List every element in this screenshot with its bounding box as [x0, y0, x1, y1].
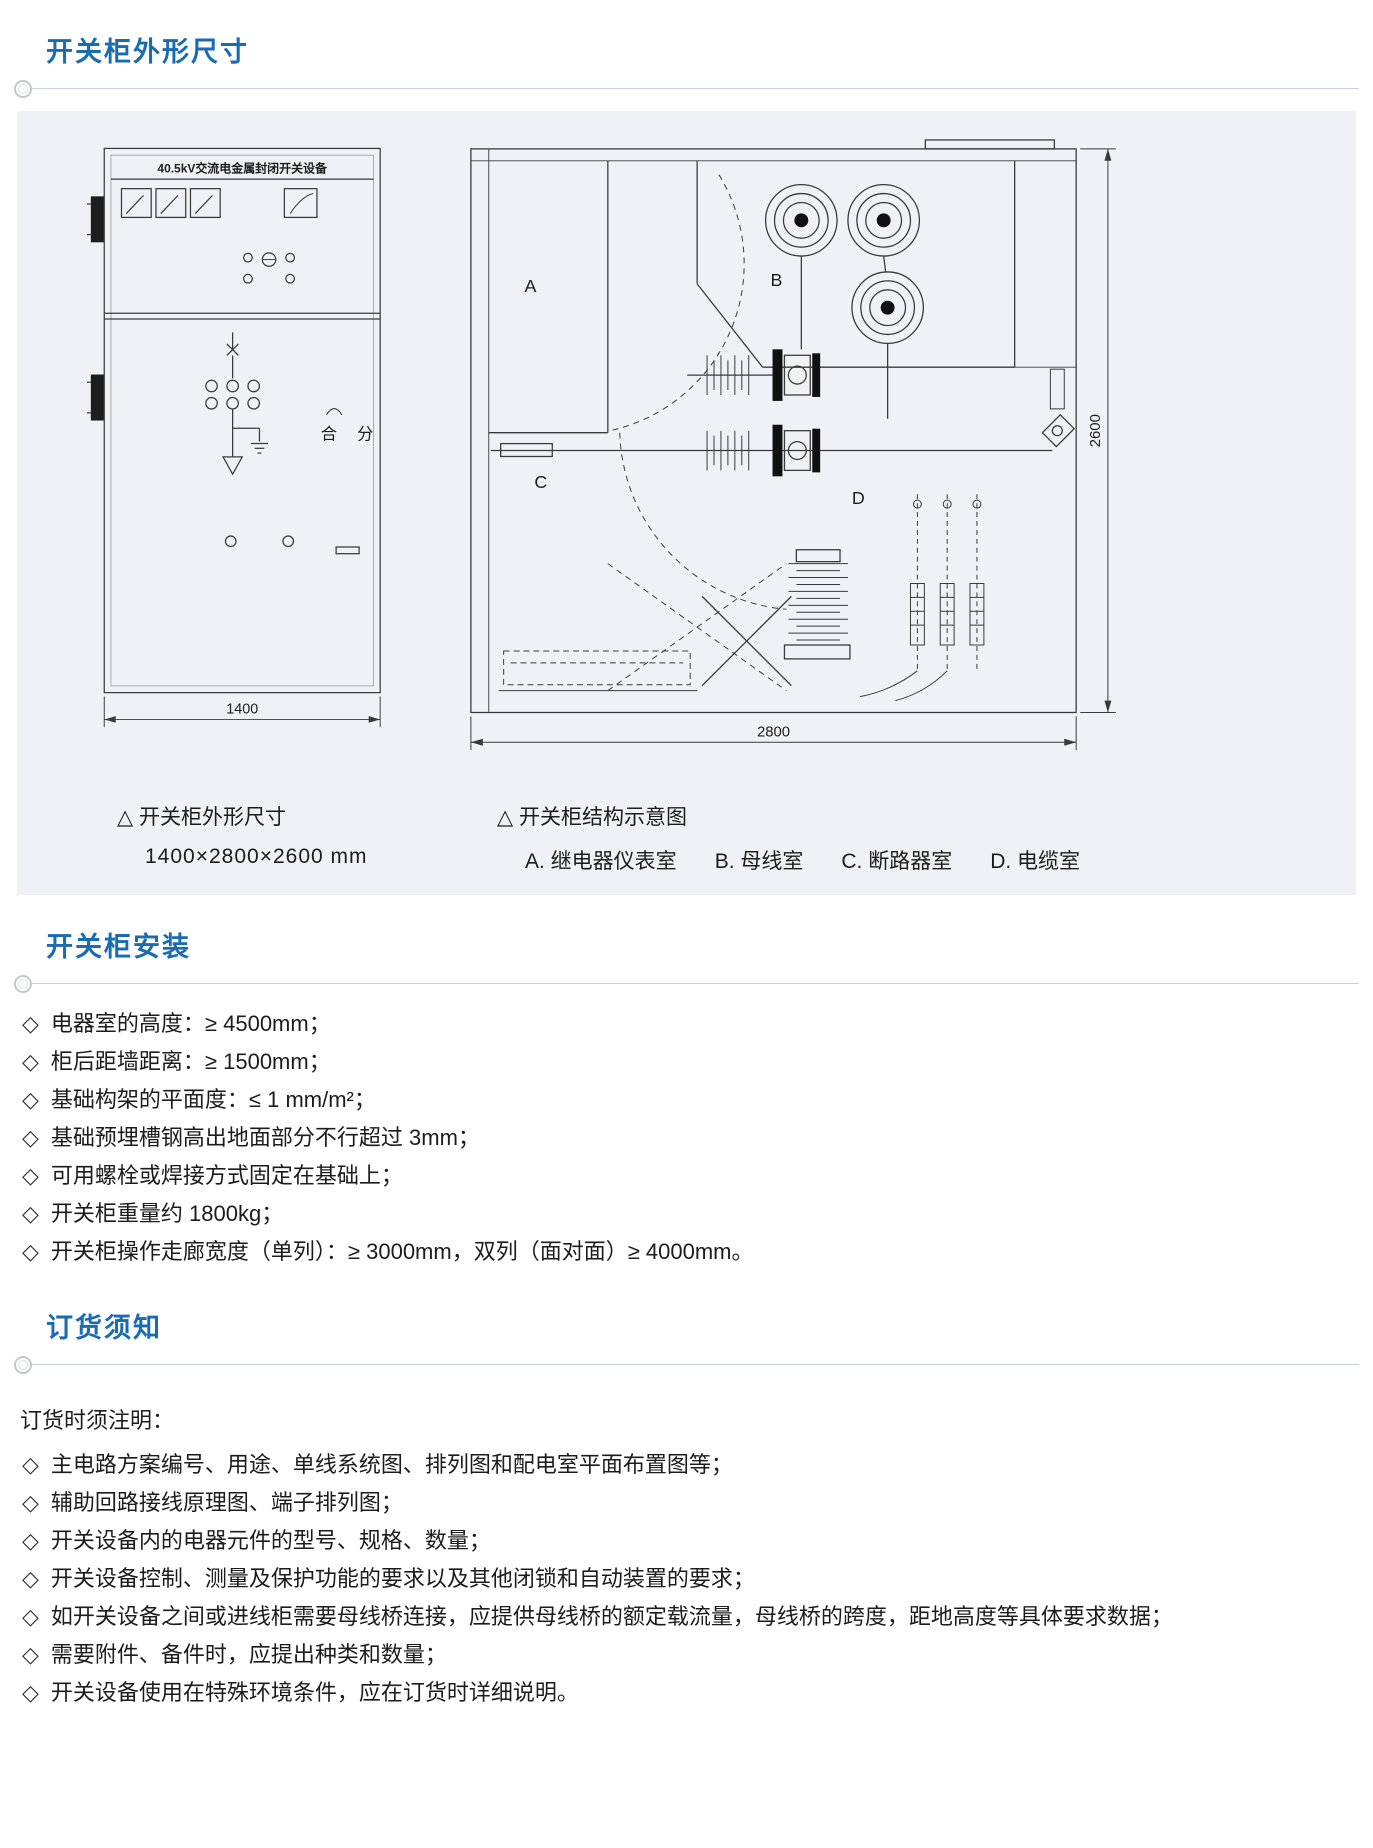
section-ordering-head: 订货须知	[0, 1276, 1373, 1375]
caption-outline: △ 开关柜外形尺寸 1400×2800×2600 mm	[117, 801, 457, 875]
installation-list: ◇ 电器室的高度：≥ 4500mm； ◇ 柜后距墙距离：≥ 1500mm； ◇ …	[0, 1010, 1373, 1265]
list-item-text: 如开关设备之间或进线柜需要母线桥连接，应提供母线桥的额定载流量，母线桥的跨度，距…	[50, 1604, 1173, 1629]
label-relay-room: A. 继电器仪表室	[525, 850, 677, 873]
list-item-text: 开关柜重量约 1800kg；	[50, 1201, 284, 1226]
list-item-text: 开关设备内的电器元件的型号、规格、数量；	[50, 1528, 491, 1553]
list-item-text: 基础预埋槽钢高出地面部分不行超过 3mm；	[50, 1125, 480, 1150]
compartment-b-label: B	[771, 270, 783, 290]
label-breaker-room: C. 断路器室	[841, 850, 953, 873]
section-installation-head: 开关柜安装	[0, 895, 1373, 994]
list-item: ◇ 基础预埋槽钢高出地面部分不行超过 3mm；	[22, 1124, 1351, 1151]
list-item-text: 开关柜操作走廊宽度（单列）：≥ 3000mm，双列（面对面）≥ 4000mm。	[50, 1239, 754, 1264]
caption-structure: △ 开关柜结构示意图 A. 继电器仪表室 B. 母线室 C. 断路器室 D. 电…	[497, 801, 1080, 875]
diamond-bullet-icon: ◇	[22, 1566, 39, 1591]
list-item-text: 柜后距墙距离：≥ 1500mm；	[50, 1049, 331, 1074]
section-divider	[14, 79, 1359, 99]
list-item-text: 电器室的高度：≥ 4500mm；	[50, 1011, 331, 1036]
divider-line	[32, 983, 1359, 984]
diamond-bullet-icon: ◇	[22, 1087, 39, 1112]
label-busbar-room: B. 母线室	[714, 850, 804, 873]
dim-height-2600: 2600	[1088, 414, 1104, 447]
list-item: ◇ 开关设备控制、测量及保护功能的要求以及其他闭锁和自动装置的要求；	[22, 1565, 1351, 1592]
list-item-text: 辅助回路接线原理图、端子排列图；	[50, 1490, 403, 1515]
caption-outline-title: △ 开关柜外形尺寸	[117, 806, 286, 829]
section-ordering-title: 订货须知	[46, 1313, 162, 1343]
caption-structure-title: △ 开关柜结构示意图	[497, 806, 687, 829]
list-item-text: 需要附件、备件时，应提出种类和数量；	[50, 1642, 447, 1667]
label-cable-room: D. 电缆室	[990, 850, 1081, 873]
drawing-captions: △ 开关柜外形尺寸 1400×2800×2600 mm △ 开关柜结构示意图 A…	[37, 801, 1336, 875]
list-item: ◇ 如开关设备之间或进线柜需要母线桥连接，应提供母线桥的额定载流量，母线桥的跨度…	[22, 1603, 1351, 1630]
caption-outline-size: 1400×2800×2600 mm	[145, 845, 368, 868]
list-item-text: 开关设备控制、测量及保护功能的要求以及其他闭锁和自动装置的要求；	[50, 1566, 755, 1591]
diamond-bullet-icon: ◇	[22, 1239, 39, 1264]
list-item: ◇ 电器室的高度：≥ 4500mm；	[22, 1010, 1351, 1037]
list-item-text: 主电路方案编号、用途、单线系统图、排列图和配电室平面布置图等；	[50, 1452, 733, 1477]
compartment-c-label: C	[535, 472, 548, 492]
label-close: 合	[321, 426, 337, 444]
dim-width-1400: 1400	[226, 702, 258, 718]
divider-line	[32, 88, 1359, 89]
diamond-bullet-icon: ◇	[22, 1680, 39, 1705]
list-item: ◇ 主电路方案编号、用途、单线系统图、排列图和配电室平面布置图等；	[22, 1451, 1351, 1478]
dim-width-2800: 2800	[757, 724, 790, 740]
section-divider	[14, 1355, 1359, 1375]
caption-structure-labels: A. 继电器仪表室 B. 母线室 C. 断路器室 D. 电缆室	[525, 845, 1080, 875]
diamond-bullet-icon: ◇	[22, 1452, 39, 1477]
ordering-intro: 订货时须注明：	[20, 1408, 175, 1433]
list-item: ◇ 基础构架的平面度：≤ 1 mm/m²；	[22, 1086, 1351, 1113]
drawings-row: 40.5kV交流电金属封闭开关设备 合 分 1400	[37, 135, 1336, 775]
diamond-bullet-icon: ◇	[22, 1201, 39, 1226]
divider-line	[32, 1364, 1359, 1365]
diamond-bullet-icon: ◇	[22, 1604, 39, 1629]
section-installation-title: 开关柜安装	[46, 932, 191, 962]
label-open: 分	[357, 426, 373, 444]
section-view-drawing: A B C D 2800	[470, 139, 1117, 751]
diamond-bullet-icon: ◇	[22, 1163, 39, 1188]
list-item: ◇ 可用螺栓或焊接方式固定在基础上；	[22, 1162, 1351, 1189]
compartment-a-label: A	[525, 276, 537, 296]
diamond-bullet-icon: ◇	[22, 1642, 39, 1667]
section-dimensions-head: 开关柜外形尺寸	[0, 0, 1373, 99]
diamond-bullet-icon: ◇	[22, 1528, 39, 1553]
list-item: ◇ 柜后距墙距离：≥ 1500mm；	[22, 1048, 1351, 1075]
ordering-list: ◇ 主电路方案编号、用途、单线系统图、排列图和配电室平面布置图等； ◇ 辅助回路…	[0, 1451, 1373, 1706]
list-item-text: 开关设备使用在特殊环境条件，应在订货时详细说明。	[50, 1680, 579, 1705]
diamond-bullet-icon: ◇	[22, 1125, 39, 1150]
ring-icon	[14, 80, 32, 98]
section-dimensions-title: 开关柜外形尺寸	[46, 37, 249, 67]
list-item: ◇ 开关柜重量约 1800kg；	[22, 1200, 1351, 1227]
list-item: ◇ 开关设备使用在特殊环境条件，应在订货时详细说明。	[22, 1679, 1351, 1706]
front-view-title: 40.5kV交流电金属封闭开关设备	[157, 160, 328, 175]
section-divider	[14, 974, 1359, 994]
list-item: ◇ 需要附件、备件时，应提出种类和数量；	[22, 1641, 1351, 1668]
drawings-panel: 40.5kV交流电金属封闭开关设备 合 分 1400	[17, 111, 1356, 895]
list-item: ◇ 开关柜操作走廊宽度（单列）：≥ 3000mm，双列（面对面）≥ 4000mm…	[22, 1238, 1351, 1265]
compartment-d-label: D	[852, 488, 865, 508]
list-item: ◇ 辅助回路接线原理图、端子排列图；	[22, 1489, 1351, 1516]
front-view-drawing: 40.5kV交流电金属封闭开关设备 合 分 1400	[87, 147, 381, 728]
ring-icon	[14, 975, 32, 993]
list-item: ◇ 开关设备内的电器元件的型号、规格、数量；	[22, 1527, 1351, 1554]
list-item-text: 基础构架的平面度：≤ 1 mm/m²；	[50, 1087, 376, 1112]
diamond-bullet-icon: ◇	[22, 1490, 39, 1515]
list-item-text: 可用螺栓或焊接方式固定在基础上；	[50, 1163, 403, 1188]
diamond-bullet-icon: ◇	[22, 1011, 39, 1036]
diamond-bullet-icon: ◇	[22, 1049, 39, 1074]
ring-icon	[14, 1356, 32, 1374]
